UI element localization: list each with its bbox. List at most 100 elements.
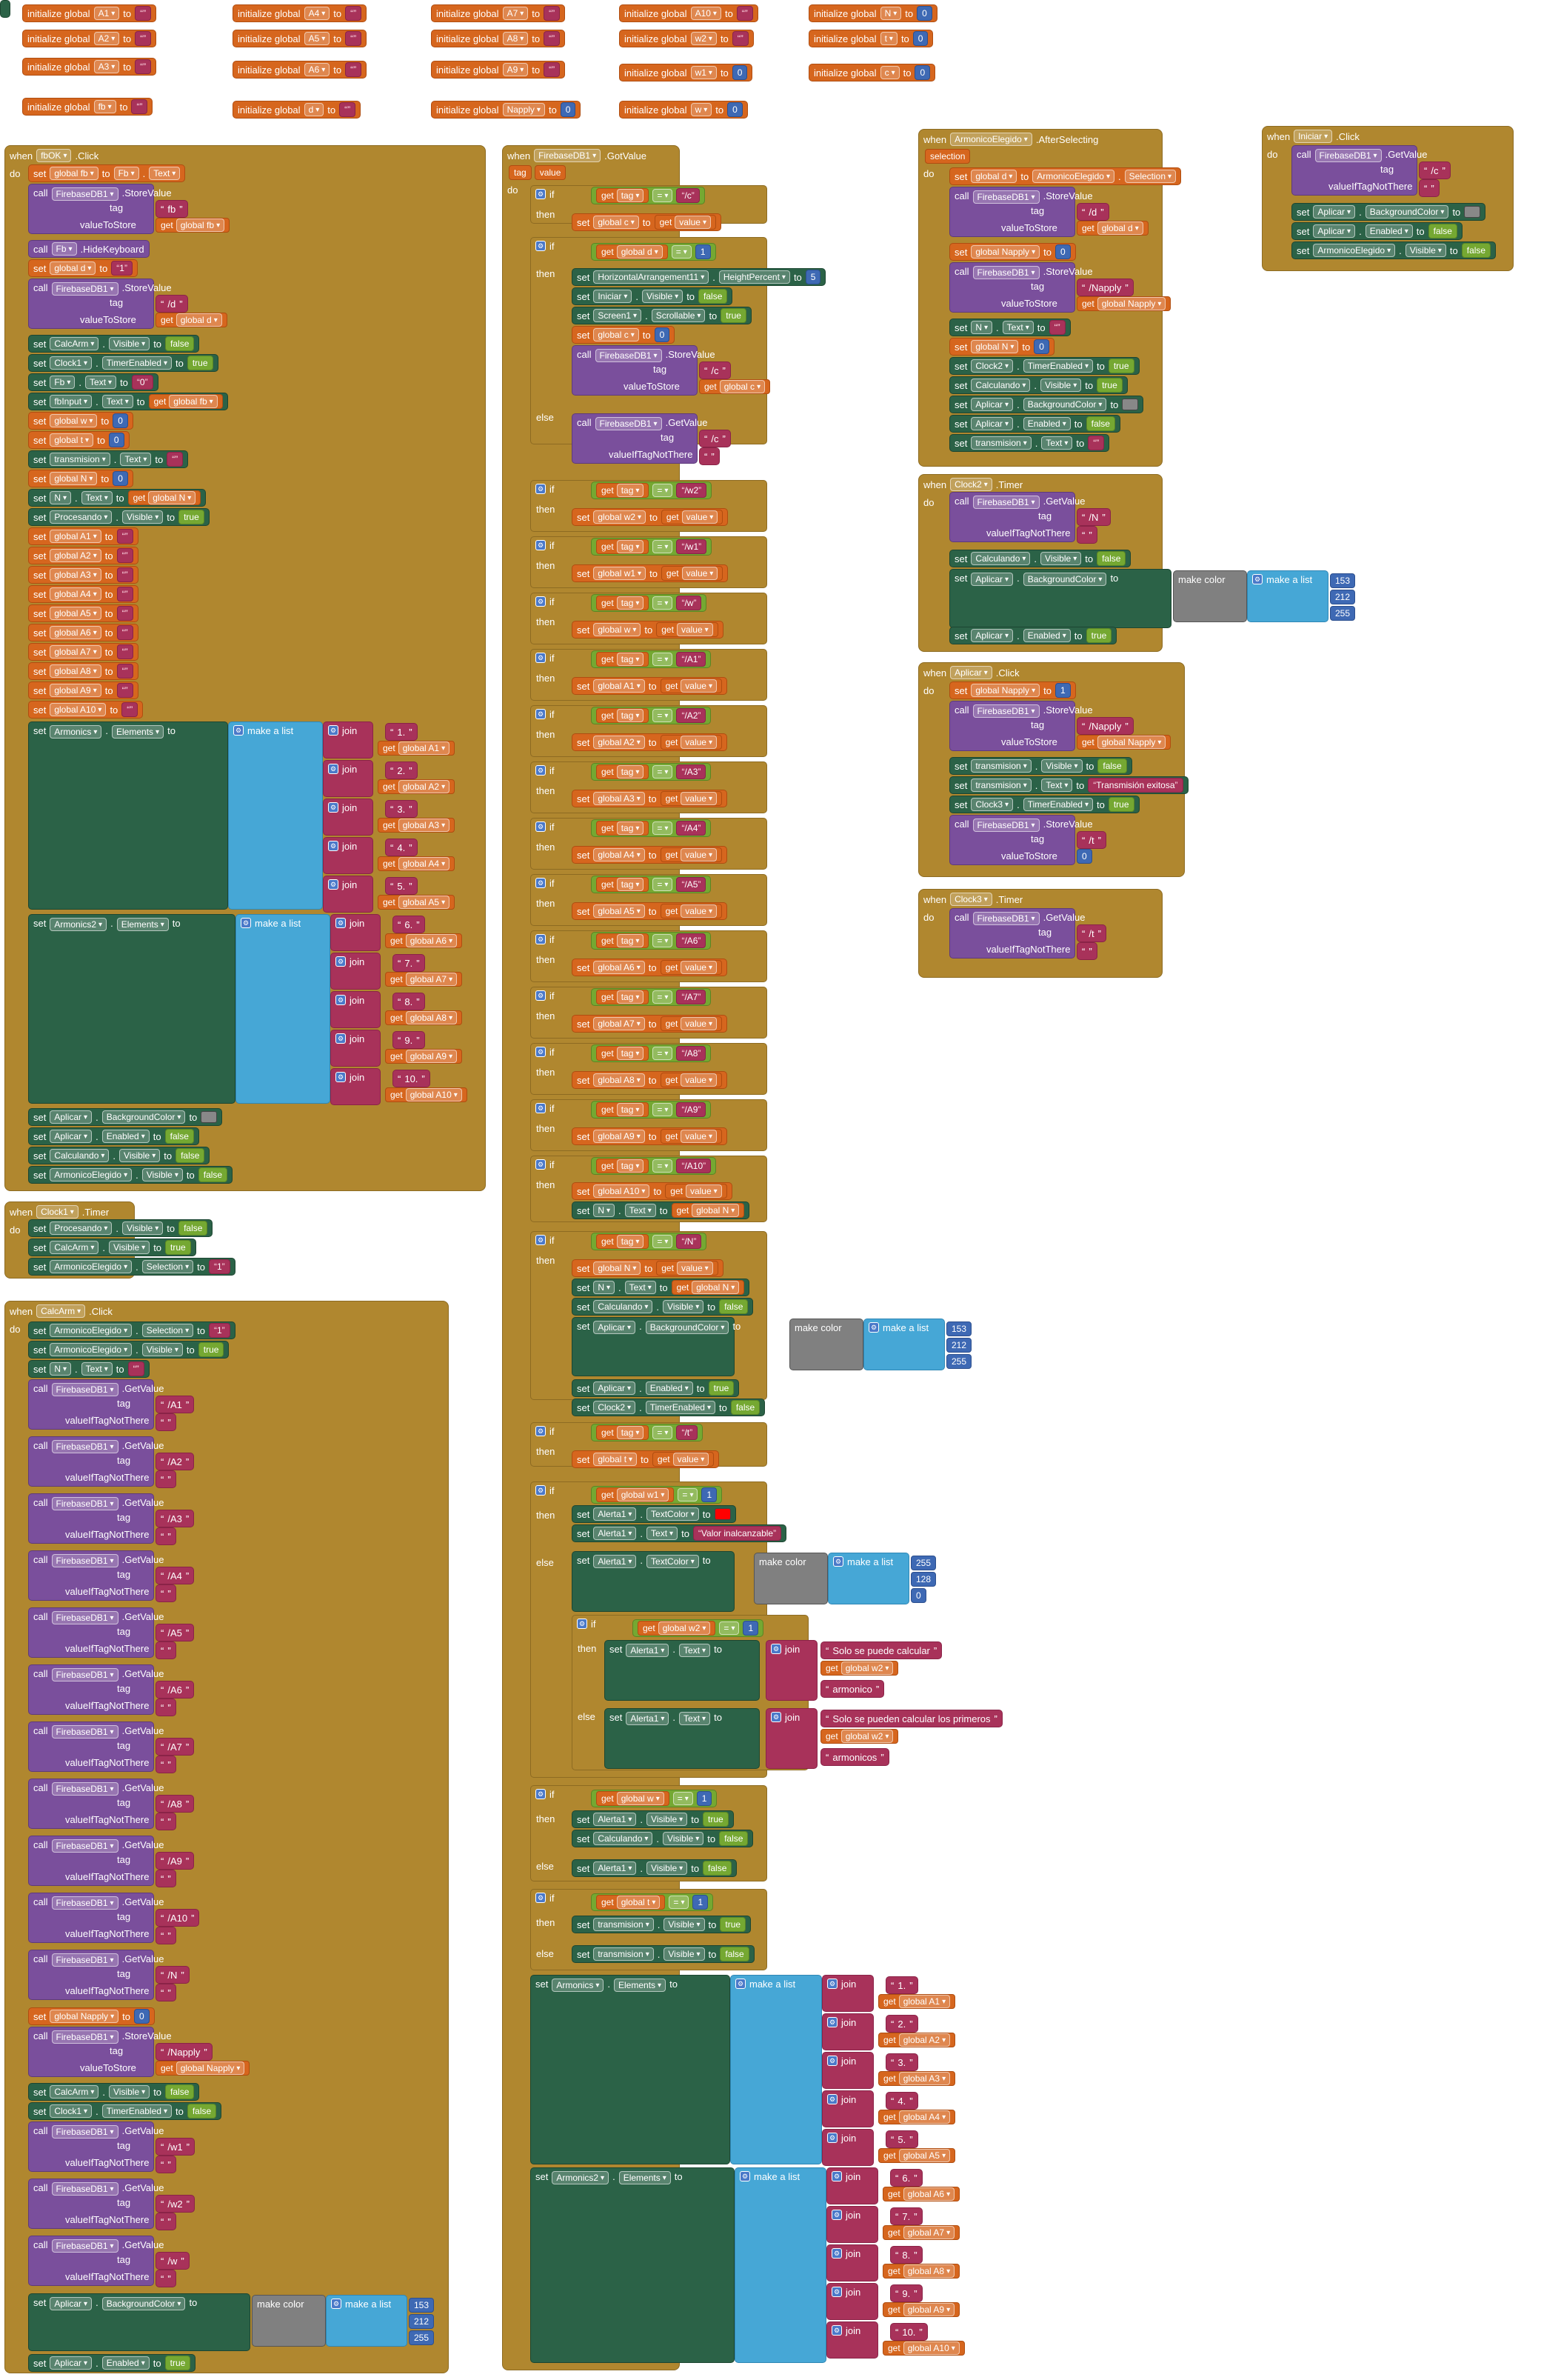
value-to-store[interactable]: get global d <box>1077 221 1149 236</box>
dropdown[interactable]: global w <box>616 1792 664 1805</box>
dropdown[interactable]: global A2 <box>50 549 101 562</box>
get-variable[interactable]: get tag <box>596 188 649 203</box>
dropdown[interactable]: value <box>681 736 718 749</box>
set-global-t[interactable]: set global t to 0 <box>28 431 130 449</box>
set-Aplicar-Enabled[interactable]: set Aplicar . Enabled to true <box>949 627 1117 644</box>
dropdown[interactable]: A8 <box>502 32 529 45</box>
color-swatch[interactable] <box>201 1111 218 1123</box>
boolean-block[interactable]: false <box>1086 416 1115 431</box>
join[interactable]: ⚙ join <box>330 1068 381 1105</box>
compare-block[interactable]: get tag = “/w1” <box>591 538 712 556</box>
set-Aplicar-BackgroundColor[interactable]: set Aplicar . BackgroundColor to <box>572 1317 741 1376</box>
make-a-list[interactable]: ⚙ make a list <box>326 2295 407 2347</box>
dropdown[interactable]: BackgroundColor <box>101 2297 186 2310</box>
make-a-list[interactable]: ⚙ make a list <box>1247 570 1328 622</box>
dropdown[interactable]: global A3 <box>898 2072 951 2085</box>
dropdown[interactable]: FirebaseDB1 <box>51 1782 118 1796</box>
join-string[interactable]: “5.” <box>385 877 418 895</box>
dropdown[interactable]: Aplicar <box>1313 224 1356 238</box>
dropdown[interactable]: CalcArm <box>50 2085 99 2099</box>
dropdown[interactable]: Aplicar <box>50 1130 93 1143</box>
boolean-block[interactable]: false <box>703 1861 732 1876</box>
tag-string[interactable]: “/d” <box>156 295 188 313</box>
set-Fb-Text[interactable]: set Fb . Text to “0” <box>28 373 158 391</box>
dropdown[interactable]: A4 <box>304 7 330 20</box>
dropdown[interactable]: FirebaseDB1 <box>51 2182 118 2196</box>
dropdown[interactable]: global A5 <box>50 607 101 620</box>
get-variable[interactable]: get global Napply <box>156 2061 250 2076</box>
dropdown[interactable]: tag <box>616 709 644 722</box>
set-global-A6[interactable]: set global A6 to “ ” <box>28 624 138 641</box>
get-variable[interactable]: get value <box>660 960 723 975</box>
init-global-c[interactable]: initialize global c to 0 <box>809 64 936 81</box>
tag-string[interactable]: “/A9” <box>156 1852 195 1870</box>
set-Alerta1-Text[interactable]: set Alerta1 . Text to <box>604 1640 760 1701</box>
set-Aplicar-BackgroundColor[interactable]: set Aplicar . BackgroundColor to <box>1291 203 1486 221</box>
text-string[interactable]: “ ” <box>116 683 133 698</box>
dropdown[interactable]: Aplicar <box>1313 205 1356 219</box>
dropdown[interactable]: value <box>681 1073 718 1087</box>
call-getvalue[interactable]: call FirebaseDB1 .GetValue <box>949 908 1085 959</box>
boolean-block[interactable]: false <box>719 1831 749 1846</box>
text-string[interactable]: “1” <box>111 261 133 276</box>
dropdown[interactable]: Text <box>679 1712 711 1725</box>
dropdown[interactable]: global w2 <box>840 1661 894 1675</box>
dropdown[interactable]: TimerEnabled <box>101 2104 172 2118</box>
dropdown[interactable]: value <box>676 623 713 636</box>
compare-block[interactable]: get tag = “/A2” <box>591 707 712 724</box>
dropdown[interactable]: = <box>652 540 673 553</box>
join[interactable]: ⚙ join <box>826 2244 878 2281</box>
get-variable[interactable]: get value <box>661 510 723 524</box>
boolean-block[interactable]: false <box>1097 551 1126 566</box>
join-get[interactable]: get global A9 <box>883 2302 960 2317</box>
set-global-w[interactable]: set global w to get value <box>572 621 723 639</box>
dropdown[interactable]: Text <box>624 1204 656 1217</box>
set-Armonics-Elements[interactable]: set Armonics . Elements to <box>28 721 228 910</box>
set-Clock3-TimerEnabled[interactable]: set Clock3 . TimerEnabled to true <box>949 796 1140 813</box>
get-variable[interactable]: get value <box>665 1184 727 1199</box>
dropdown[interactable]: ArmonicoElegido <box>50 1343 133 1356</box>
dropdown[interactable]: Selection <box>141 1324 194 1337</box>
get-variable[interactable]: get global A6 <box>385 933 463 948</box>
dropdown[interactable]: Armonics <box>552 1979 604 1992</box>
join-get[interactable]: get global A6 <box>385 933 463 948</box>
default-string[interactable]: “ ” <box>156 1470 176 1488</box>
get-variable[interactable]: get global d <box>1077 221 1149 236</box>
set-Iniciar-Visible[interactable]: set Iniciar . Visible to false <box>572 287 733 305</box>
set-global-c[interactable]: set global c to get value <box>572 213 721 231</box>
tag-string[interactable]: “/Napply” <box>1077 717 1134 735</box>
dropdown[interactable]: Visible <box>109 337 150 350</box>
text-string[interactable]: “ ” <box>544 6 561 21</box>
get-variable[interactable]: get tag <box>596 821 649 836</box>
dropdown[interactable]: Fb <box>50 376 76 389</box>
text-string[interactable]: “ ” <box>736 6 753 21</box>
compare-block[interactable]: get tag = “/N” <box>591 1233 707 1250</box>
dropdown[interactable]: Text <box>81 491 113 504</box>
dropdown[interactable]: global A1 <box>398 741 450 755</box>
dropdown[interactable]: Text <box>85 376 117 389</box>
set-Alerta1-TextColor[interactable]: set Alerta1 . TextColor to <box>572 1505 736 1523</box>
text-string[interactable]: “ ” <box>116 625 133 640</box>
text-string[interactable]: “ ” <box>167 452 184 467</box>
call-getvalue[interactable]: call FirebaseDB1 .GetValue <box>28 1436 164 1487</box>
color-swatch[interactable] <box>1122 399 1139 410</box>
dropdown[interactable]: Clock3 <box>971 798 1014 811</box>
text-string[interactable]: “ ” <box>127 1361 144 1376</box>
dropdown[interactable]: Text <box>679 1644 711 1657</box>
dropdown[interactable]: FirebaseDB1 <box>51 2239 118 2253</box>
tag-string[interactable]: “/d” <box>1077 203 1109 221</box>
dropdown[interactable]: global A8 <box>903 2264 955 2278</box>
init-global-A6[interactable]: initialize global A6 to “ ” <box>233 61 367 79</box>
mutator-gear-icon[interactable]: ⚙ <box>535 189 546 199</box>
compare-block[interactable]: get global t = 1 <box>591 1893 714 1911</box>
default-string[interactable]: “ ” <box>1419 179 1440 197</box>
compare-block[interactable]: get tag = “/A1” <box>591 650 712 668</box>
dropdown[interactable]: Calculando <box>593 1300 653 1313</box>
dropdown[interactable]: Alerta1 <box>593 1555 637 1568</box>
get-variable[interactable]: get tag <box>596 1425 649 1440</box>
dropdown[interactable]: Visible <box>663 1832 704 1845</box>
mutator-gear-icon[interactable]: ⚙ <box>535 653 546 663</box>
dropdown[interactable]: N <box>593 1204 615 1217</box>
dropdown[interactable]: Clock3 <box>950 893 992 906</box>
tag-string[interactable]: “/N” <box>1077 508 1111 526</box>
